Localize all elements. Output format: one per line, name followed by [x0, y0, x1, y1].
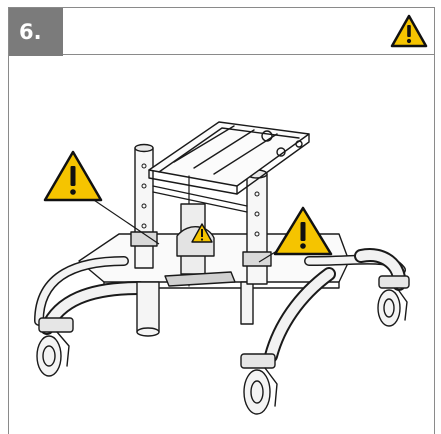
step-panel: 6. — [8, 7, 435, 434]
warning-triangle-icon — [273, 206, 333, 256]
warning-triangle-icon — [390, 14, 428, 48]
lower-post-left — [136, 281, 160, 333]
lower-post-right — [240, 281, 254, 325]
caster-front-left — [36, 317, 74, 377]
warning-triangle-icon — [43, 150, 103, 202]
column-right — [246, 173, 268, 285]
caster-rear-right — [377, 275, 410, 327]
caster-front-right — [240, 353, 278, 415]
warning-triangle-icon — [191, 223, 213, 243]
step-number: 6. — [9, 8, 63, 56]
step-header: 6. — [9, 7, 434, 56]
frame-assembly-illustration — [34, 121, 410, 415]
